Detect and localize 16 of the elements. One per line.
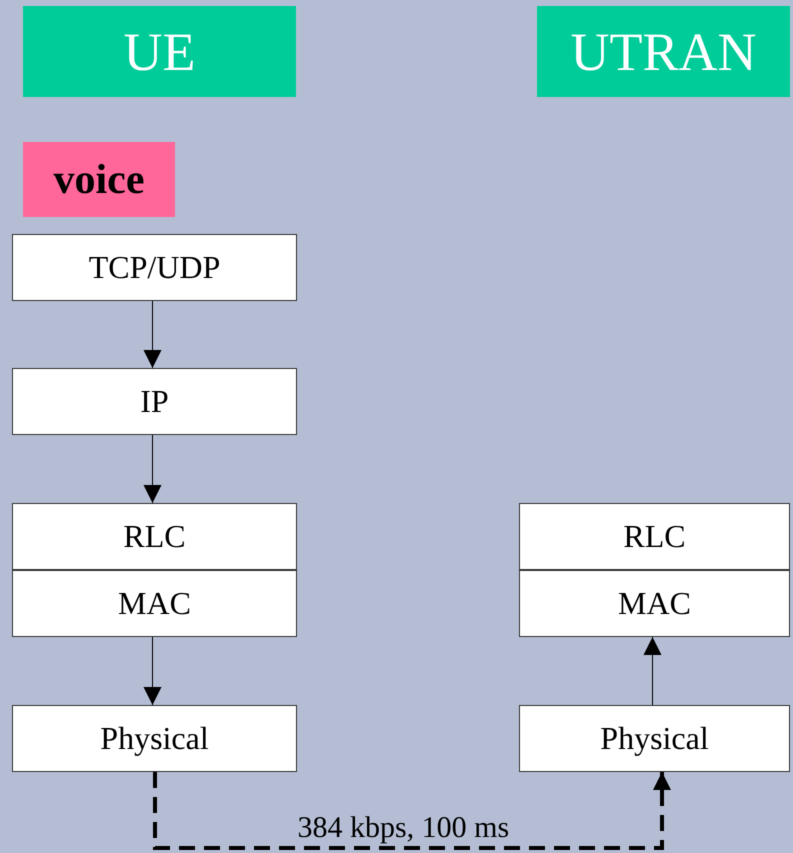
title-banner: UTRAN <box>537 6 790 97</box>
layer-box: IP <box>12 368 297 435</box>
arrow <box>153 772 671 850</box>
arrow <box>644 636 662 706</box>
layer-box: RLC <box>519 503 790 570</box>
title-banner: UE <box>23 6 296 97</box>
arrow <box>144 300 162 368</box>
arrow <box>144 636 162 706</box>
tag-label: voice <box>23 142 175 217</box>
layer-box: Physical <box>12 705 297 772</box>
arrow <box>144 434 162 504</box>
layer-box: MAC <box>12 570 297 637</box>
layer-box: RLC <box>12 503 297 570</box>
layer-box: TCP/UDP <box>12 234 297 301</box>
layer-box: MAC <box>519 570 790 637</box>
layer-box: Physical <box>519 705 790 772</box>
